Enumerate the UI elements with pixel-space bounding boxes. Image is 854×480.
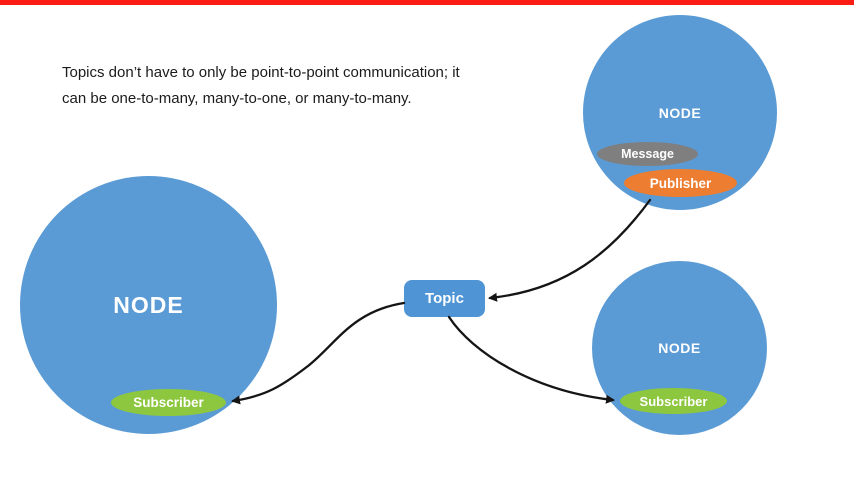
topic-box: Topic xyxy=(404,280,485,317)
caption-text: Topics don’t have to only be point-to-po… xyxy=(62,60,512,112)
caption-line-2: can be one-to-many, many-to-one, or many… xyxy=(62,90,412,107)
topic-label: Topic xyxy=(425,290,464,307)
node-label-top-right: NODE xyxy=(658,104,702,121)
publisher-pill-label: Publisher xyxy=(649,175,712,191)
video-progress-bar xyxy=(0,0,854,5)
subscriber-pill-bottom-right-label: Subscriber xyxy=(639,393,708,409)
subscriber-pill-bottom-right: Subscriber xyxy=(620,388,727,414)
message-pill-label: Message xyxy=(621,147,674,161)
caption-line-1: Topics don’t have to only be point-to-po… xyxy=(62,64,460,81)
subscriber-pill-left: Subscriber xyxy=(111,389,226,416)
subscriber-pill-left-label: Subscriber xyxy=(133,395,204,410)
node-label-bottom-right: NODE xyxy=(658,340,701,356)
node-label-left: NODE xyxy=(113,291,184,318)
publisher-pill: Publisher xyxy=(624,169,737,197)
arrow-topic-to-bottom-right-subscriber xyxy=(447,315,615,404)
message-pill: Message xyxy=(597,142,698,166)
